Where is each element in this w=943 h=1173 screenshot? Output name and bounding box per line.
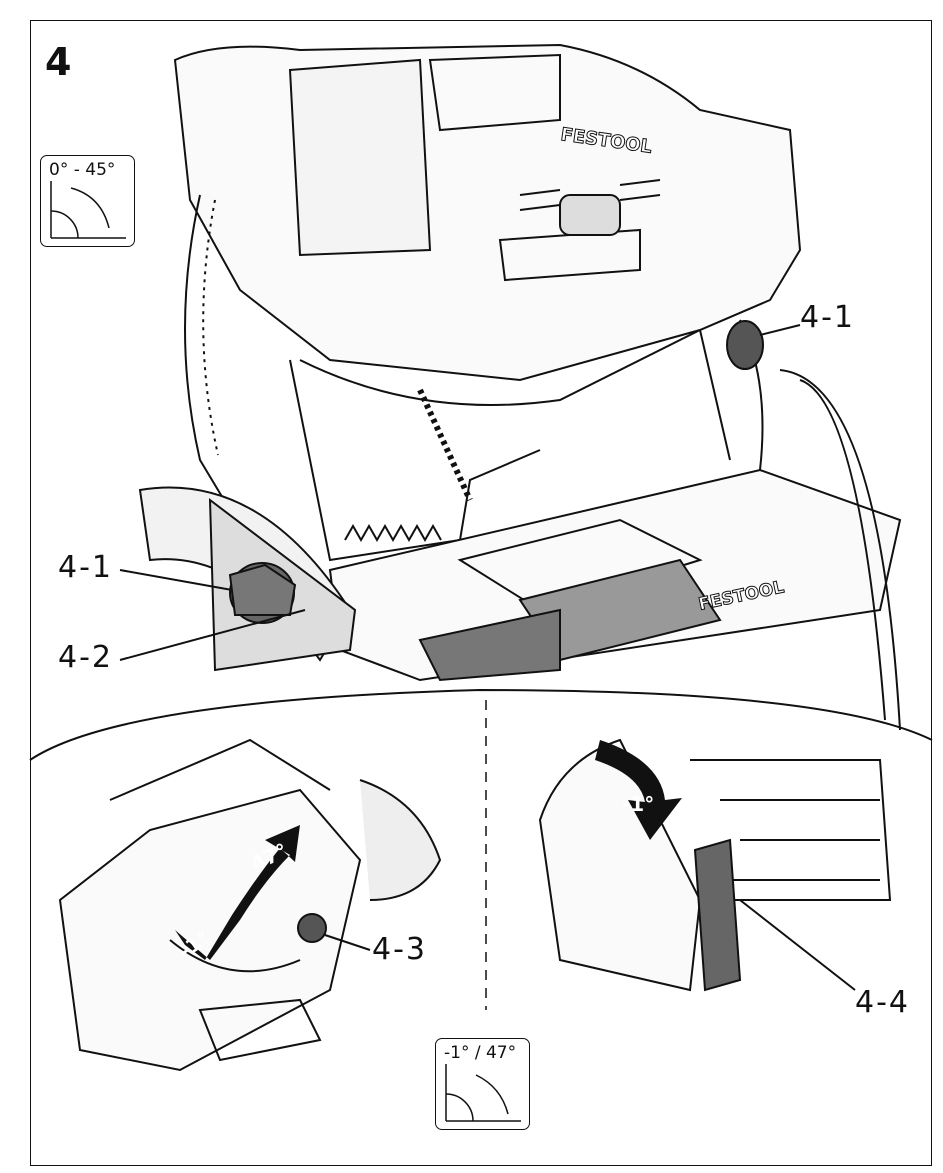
- figure-number: 4: [45, 40, 72, 84]
- angle-label-minus1-right: -1°: [622, 792, 655, 816]
- callout-4-1-left: 4-1: [58, 550, 113, 585]
- angle-icon: [50, 181, 126, 239]
- angle-icon: [445, 1064, 521, 1122]
- tilt-arrow-right: [595, 740, 682, 840]
- callout-4-3: 4-3: [372, 932, 427, 967]
- angle-range-box-top: 0° - 45°: [40, 155, 135, 247]
- callout-4-4: 4-4: [855, 985, 910, 1020]
- figure-frame: [30, 20, 932, 1166]
- bevel-range-arrow: [175, 825, 300, 960]
- angle-range-label: -1° / 47°: [444, 1043, 517, 1063]
- angle-range-label: 0° - 45°: [49, 160, 116, 180]
- callout-4-1-right: 4-1: [800, 300, 855, 335]
- angle-range-box-bottom: -1° / 47°: [435, 1038, 530, 1130]
- callout-4-2: 4-2: [58, 640, 113, 675]
